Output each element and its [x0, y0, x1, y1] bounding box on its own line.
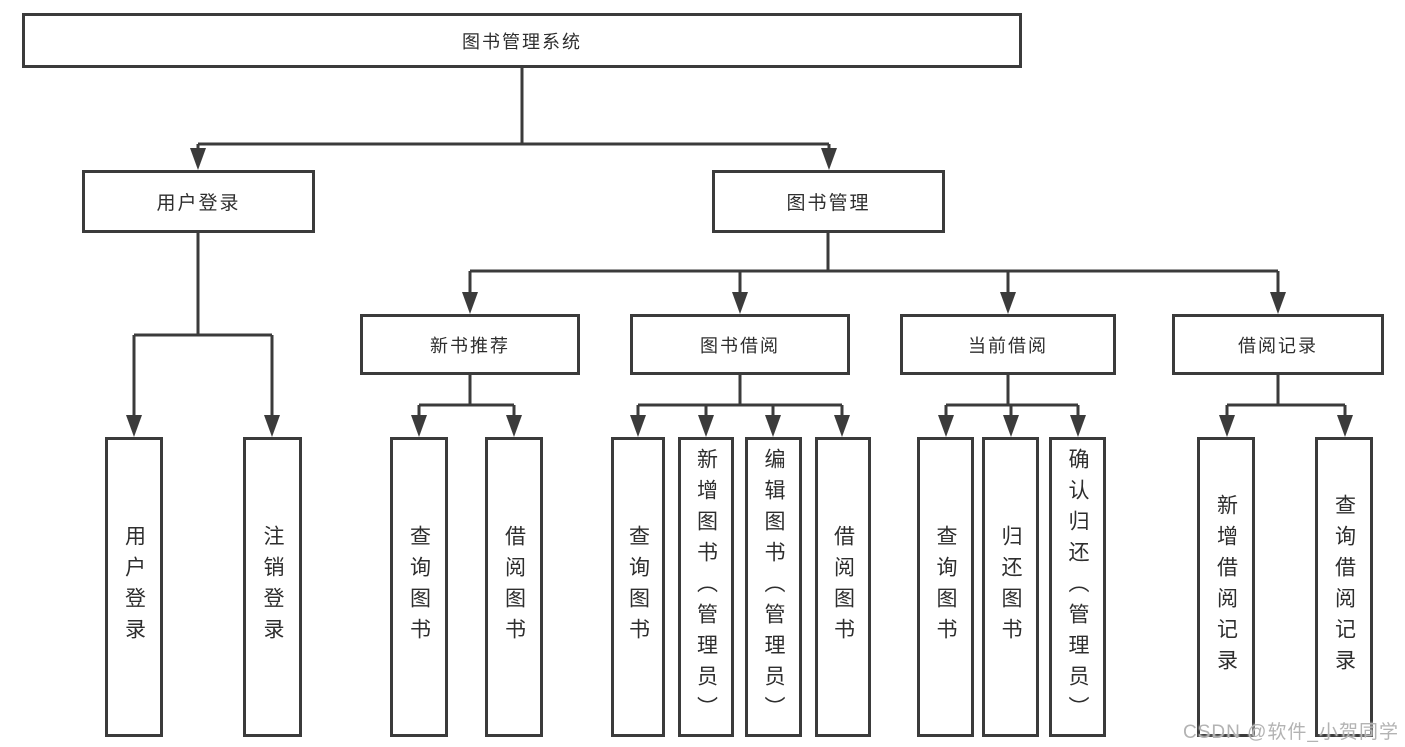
leaf-query-borrow-record: 查询借阅记录 [1315, 437, 1373, 737]
node-library-system: 图书管理系统 [22, 13, 1022, 68]
arrowheads [126, 148, 1353, 437]
node-current-borrow: 当前借阅 [900, 314, 1116, 375]
leaf-add-borrow-record: 新增借阅记录 [1197, 437, 1255, 737]
leaf-return-books: 归还图书 [982, 437, 1039, 737]
node-book-management: 图书管理 [712, 170, 945, 233]
leaf-add-books-admin: 新增图书（管理员） [678, 437, 734, 737]
csdn-watermark: CSDN @软件_小贺同学 [1183, 722, 1399, 743]
node-book-borrow: 图书借阅 [630, 314, 850, 375]
leaf-query-books-recommend: 查询图书 [390, 437, 448, 737]
leaf-borrow-books: 借阅图书 [815, 437, 871, 737]
leaf-borrow-books-recommend: 借阅图书 [485, 437, 543, 737]
node-new-book-recommend: 新书推荐 [360, 314, 580, 375]
leaf-query-books-borrow: 查询图书 [611, 437, 665, 737]
leaf-confirm-return-admin: 确认归还（管理员） [1049, 437, 1106, 737]
node-user-login: 用户登录 [82, 170, 315, 233]
leaf-edit-books-admin: 编辑图书（管理员） [745, 437, 802, 737]
leaf-user-login: 用户登录 [105, 437, 163, 737]
leaf-query-books-current: 查询图书 [917, 437, 974, 737]
node-borrow-records: 借阅记录 [1172, 314, 1384, 375]
leaf-logout: 注销登录 [243, 437, 302, 737]
